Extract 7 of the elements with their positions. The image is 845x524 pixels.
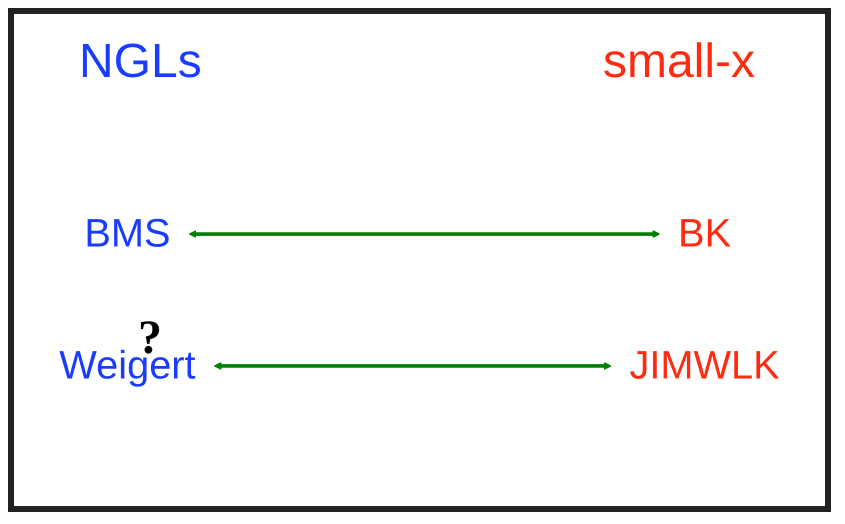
node-text: BK (678, 211, 732, 256)
node-text: JIMWLK (629, 343, 780, 388)
column-heading: small-x (603, 34, 755, 90)
arrow (188, 230, 660, 238)
column-heading: NGLs (79, 34, 202, 90)
arrow (214, 362, 612, 370)
node-text: BMS (84, 211, 171, 256)
